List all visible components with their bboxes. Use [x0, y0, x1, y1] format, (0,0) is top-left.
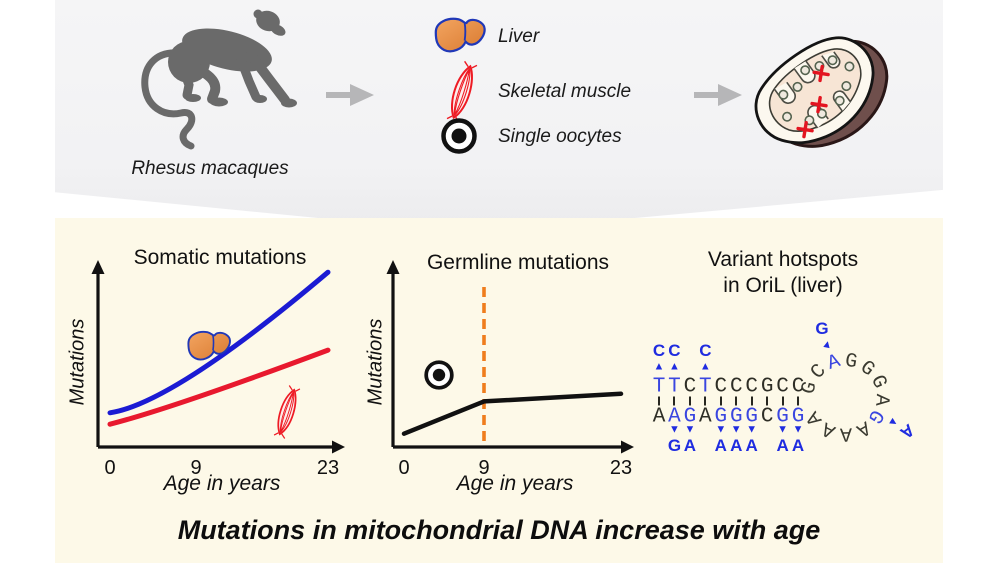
svg-text:0: 0 — [104, 457, 115, 479]
somatic-chart-title: Somatic mutations — [133, 246, 307, 269]
variant-letter: C — [668, 341, 681, 360]
muscle-icon — [273, 385, 301, 439]
variant-arrow-icon: ▼ — [730, 423, 742, 436]
sequence-letter: A — [839, 421, 852, 445]
muscle-icon — [446, 60, 478, 124]
variant-letter: A — [776, 436, 789, 455]
variant-letter: A — [714, 436, 727, 455]
macaque-label: Rhesus macaques — [131, 158, 289, 179]
sequence-letter: A — [668, 405, 681, 429]
hotspot-title-line2: in OriL (liver) — [723, 274, 843, 297]
variant-letter: C — [652, 341, 666, 360]
sequence-letter: C — [760, 405, 774, 429]
flow-arrow-icon — [694, 84, 742, 106]
variant-letter: A — [896, 420, 918, 443]
variant-arrow-icon: ▼ — [777, 423, 789, 436]
sequence-letter: A — [652, 405, 666, 429]
sequence-letter: G — [745, 405, 758, 429]
liver-icon — [187, 330, 231, 361]
variant-letter: A — [683, 436, 697, 455]
sequence-letter: G — [776, 405, 789, 429]
sequence-letter: C — [745, 375, 758, 399]
base-pair-bond — [688, 396, 691, 406]
mitochondrion-icon — [754, 36, 889, 148]
svg-text:23: 23 — [610, 457, 632, 479]
oocyte-icon — [441, 118, 477, 154]
sequence-letter: G — [760, 375, 774, 399]
tissue-label-liver: Liver — [498, 26, 540, 47]
variant-arrow-icon: ▼ — [792, 423, 804, 436]
base-pair-bond — [766, 396, 769, 406]
germline-x-axis-label: Age in years — [456, 472, 574, 495]
figure-caption: Mutations in mitochondrial DNA increase … — [177, 515, 821, 545]
sequence-letter: G — [843, 349, 859, 374]
sequence-letter: G — [729, 405, 743, 429]
base-pair-bond — [781, 396, 784, 406]
base-pair-bond — [719, 396, 722, 406]
base-pair-bond — [750, 396, 753, 406]
variant-arrow-icon: ▲ — [668, 360, 680, 373]
variant-letter: G — [667, 436, 682, 455]
hotspot-title-line1: Variant hotspots — [707, 248, 859, 271]
sequence-letter: C — [729, 375, 743, 399]
svg-text:9: 9 — [190, 457, 201, 479]
tissue-label-muscle: Skeletal muscle — [498, 81, 632, 102]
base-pair-bond — [735, 396, 738, 406]
variant-letter: C — [699, 341, 712, 360]
variant-letter: G — [815, 319, 829, 338]
variant-arrow-icon: ▲ — [699, 360, 711, 373]
oocyte-icon — [424, 360, 454, 390]
sequence-letter: G — [791, 405, 805, 429]
svg-text:0: 0 — [398, 457, 409, 479]
sequence-letter: T — [668, 375, 681, 399]
results-panel — [55, 218, 943, 563]
svg-text:9: 9 — [478, 457, 489, 479]
variant-arrow-icon: ▼ — [684, 423, 696, 436]
variant-arrow-icon: ▲ — [820, 337, 834, 352]
sequence-letter: C — [714, 375, 728, 399]
tissue-label-oocytes: Single oocytes — [498, 126, 622, 147]
mutation-x-marks — [796, 64, 830, 139]
variant-letter: A — [730, 436, 743, 455]
sequence-letter: A — [699, 405, 712, 429]
sequence-letter: C — [776, 375, 789, 399]
base-pair-bond — [673, 396, 676, 406]
variant-arrow-icon: ▼ — [746, 423, 758, 436]
sequence-letter: C — [791, 375, 805, 399]
sequence-letter: G — [683, 405, 697, 429]
variant-arrow-icon: ▼ — [668, 423, 680, 436]
sequence-letter: T — [699, 375, 712, 399]
germline-chart-title: Germline mutations — [426, 251, 610, 274]
variant-arrow-icon: ▼ — [715, 423, 727, 436]
sequence-letter: T — [652, 375, 666, 399]
sequence-letter: A — [868, 392, 893, 407]
variant-arrow-icon: ▲ — [653, 360, 665, 373]
variant-letter: A — [791, 436, 805, 455]
liver-icon — [434, 17, 486, 53]
base-pair-bond — [704, 396, 707, 406]
base-pair-bond — [658, 396, 660, 406]
somatic-x-axis-label: Age in years — [163, 472, 281, 495]
macaque-silhouette-icon — [141, 9, 297, 150]
variant-letter: A — [745, 436, 758, 455]
sequence-letter: G — [714, 405, 728, 429]
sequence-letter: C — [683, 375, 697, 399]
flow-arrow-icon — [326, 84, 374, 106]
base-pair-bond — [797, 396, 800, 406]
svg-text:23: 23 — [317, 457, 339, 479]
